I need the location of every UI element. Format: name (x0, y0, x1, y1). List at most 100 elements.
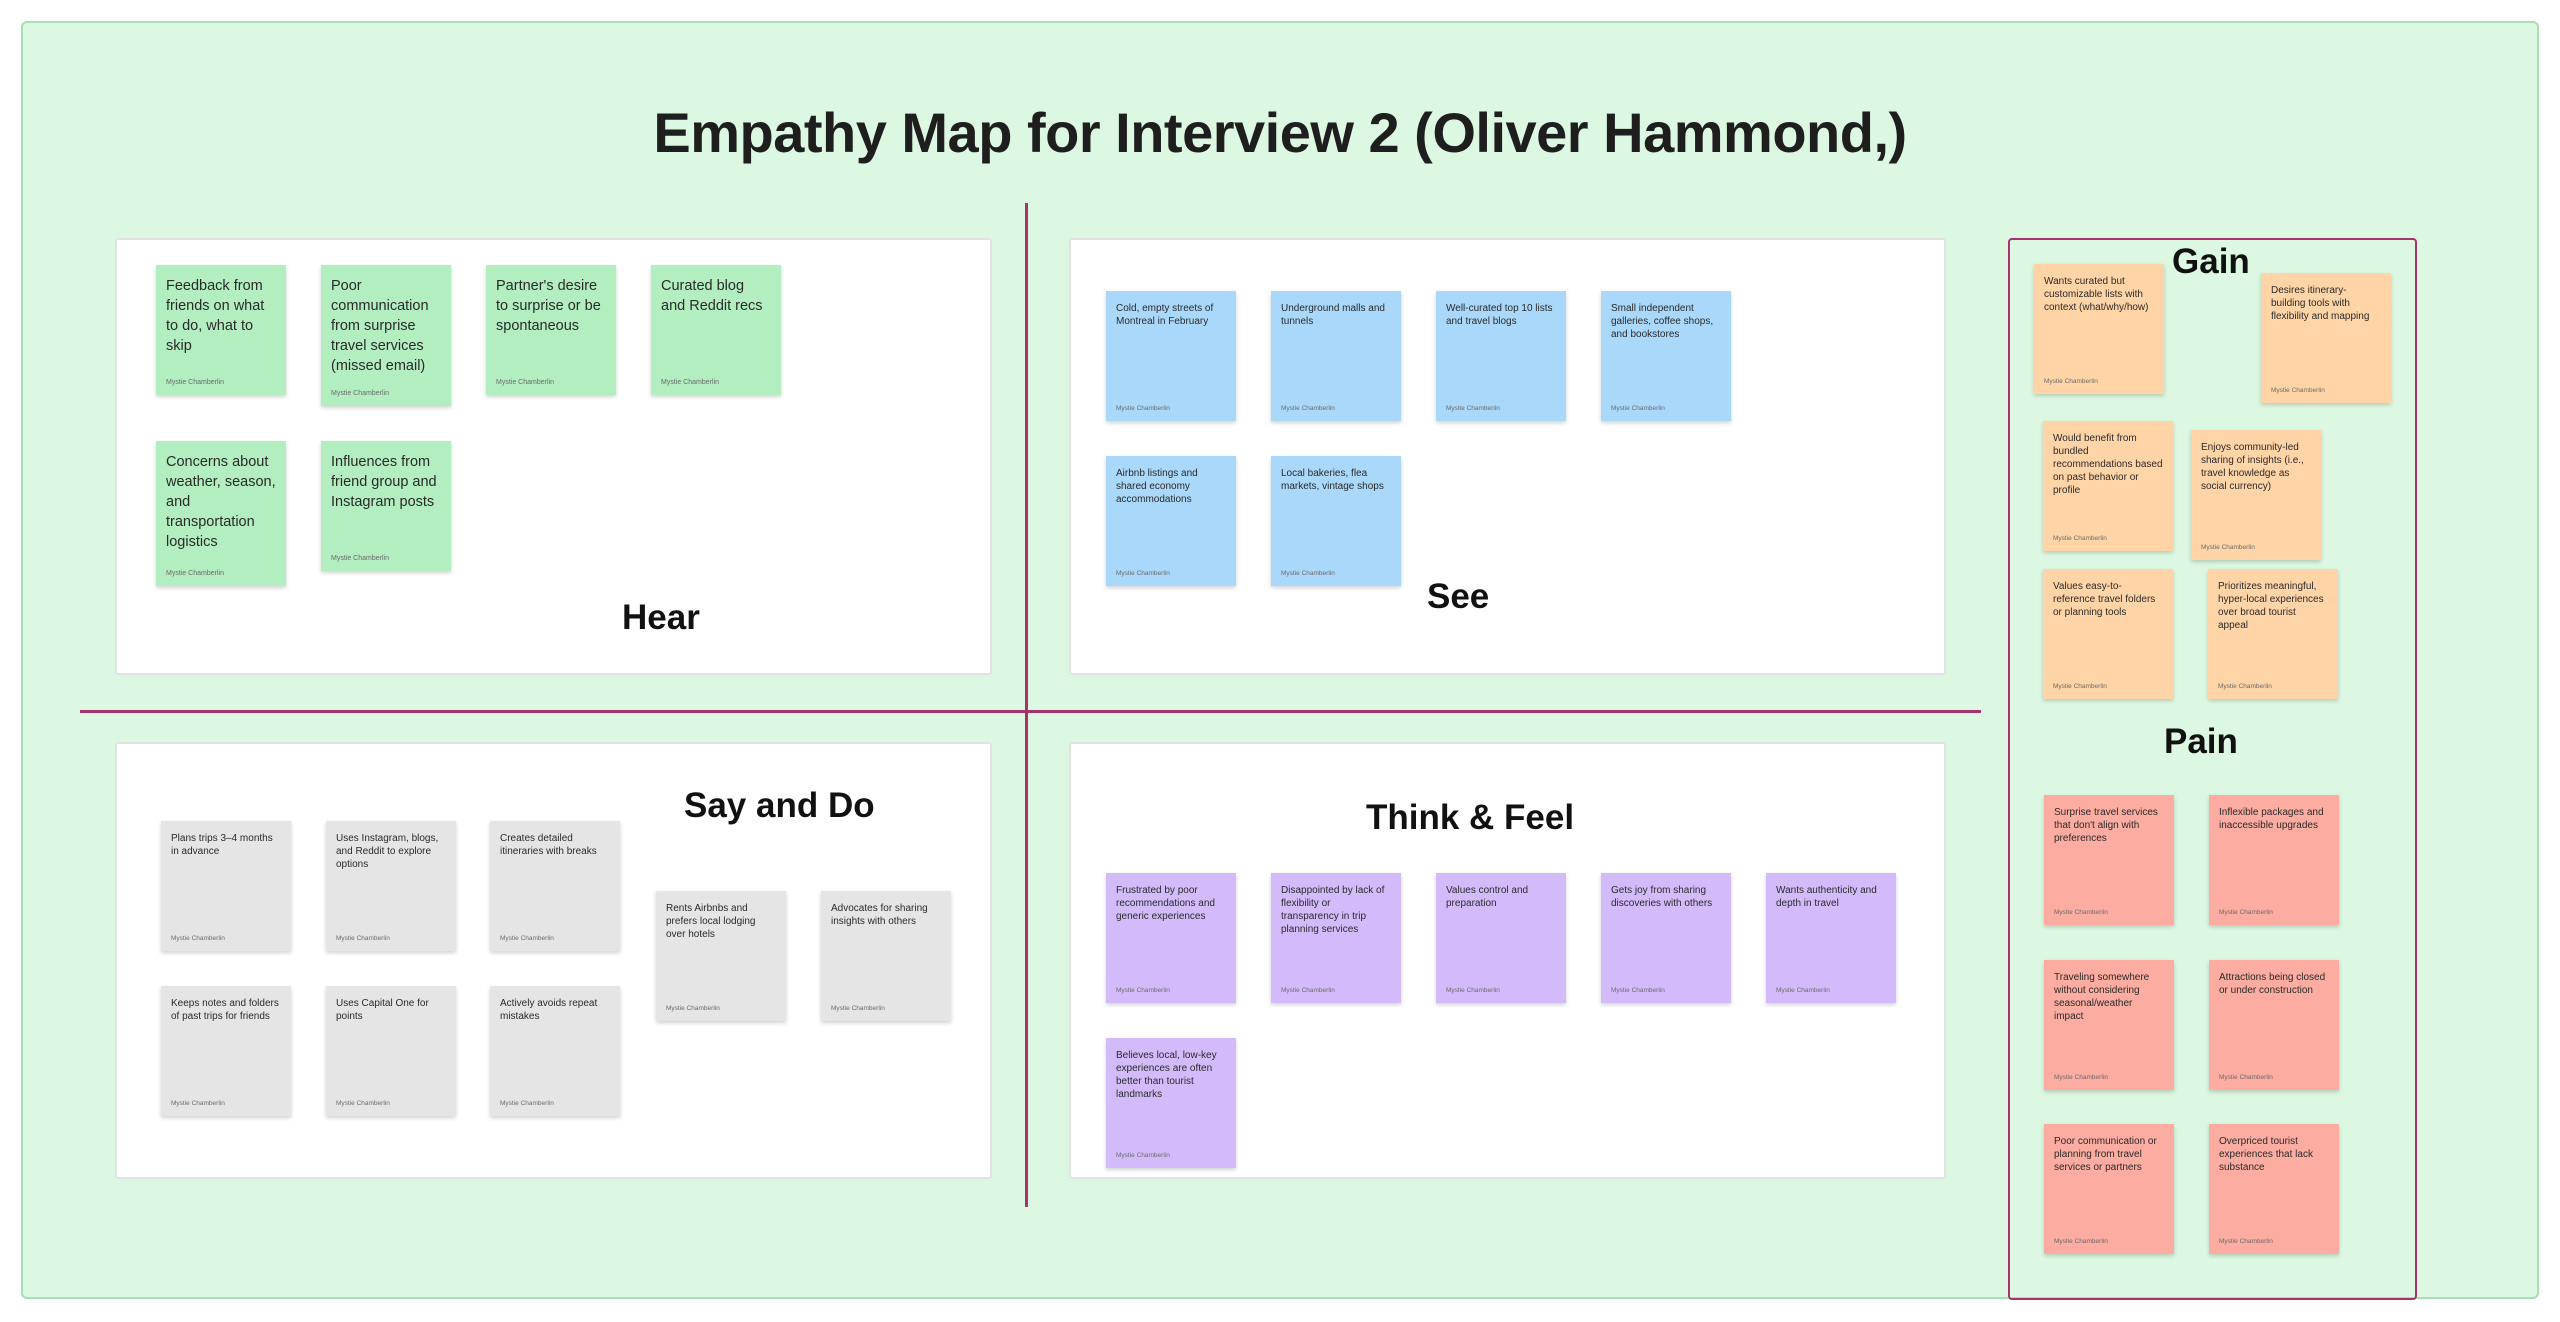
sticky-note[interactable]: Underground malls and tunnels Mystie Cha… (1271, 291, 1401, 421)
sticky-note[interactable]: Enjoys community-led sharing of insights… (2191, 430, 2321, 560)
gain-heading: Gain (2172, 242, 2250, 281)
sticky-note[interactable]: Poor communication from surprise travel … (321, 265, 451, 406)
note-text: Airbnb listings and shared economy accom… (1116, 468, 1198, 505)
sticky-note[interactable]: Uses Capital One for points Mystie Chamb… (326, 986, 456, 1116)
sticky-note[interactable]: Creates detailed itineraries with breaks… (490, 821, 620, 951)
sticky-note[interactable]: Poor communication or planning from trav… (2044, 1124, 2174, 1254)
note-author: Mystie Chamberlin (1116, 987, 1170, 994)
sticky-note[interactable]: Values easy-to-reference travel folders … (2043, 569, 2173, 699)
sticky-note[interactable]: Prioritizes meaningful, hyper-local expe… (2208, 569, 2338, 699)
sticky-note[interactable]: Plans trips 3–4 months in advance Mystie… (161, 821, 291, 951)
note-text: Wants authenticity and depth in travel (1776, 885, 1877, 909)
note-text: Attractions being closed or under constr… (2219, 972, 2326, 996)
note-text: Values control and preparation (1446, 885, 1529, 909)
sticky-note[interactable]: Traveling somewhere without considering … (2044, 960, 2174, 1090)
note-author: Mystie Chamberlin (336, 935, 390, 942)
note-text: Values easy-to-reference travel folders … (2053, 581, 2156, 618)
sticky-note[interactable]: Well-curated top 10 lists and travel blo… (1436, 291, 1566, 421)
sticky-note[interactable]: Rents Airbnbs and prefers local lodging … (656, 891, 786, 1021)
note-author: Mystie Chamberlin (661, 379, 719, 386)
sticky-note[interactable]: Would benefit from bundled recommendatio… (2043, 421, 2173, 551)
note-text: Poor communication or planning from trav… (2054, 1136, 2157, 1173)
note-author: Mystie Chamberlin (166, 570, 224, 577)
note-text: Wants curated but customizable lists wit… (2044, 276, 2149, 313)
note-text: Uses Capital One for points (336, 998, 429, 1022)
note-author: Mystie Chamberlin (2054, 909, 2108, 916)
note-author: Mystie Chamberlin (1116, 405, 1170, 412)
sticky-note[interactable]: Advocates for sharing insights with othe… (821, 891, 951, 1021)
sticky-note[interactable]: Values control and preparation Mystie Ch… (1436, 873, 1566, 1003)
note-author: Mystie Chamberlin (1611, 405, 1665, 412)
note-author: Mystie Chamberlin (171, 1100, 225, 1107)
sticky-note[interactable]: Surprise travel services that don't alig… (2044, 795, 2174, 925)
note-text: Partner's desire to surprise or be spont… (496, 278, 601, 334)
note-text: Keeps notes and folders of past trips fo… (171, 998, 279, 1022)
horizontal-divider (80, 710, 1981, 713)
note-author: Mystie Chamberlin (2218, 683, 2272, 690)
note-author: Mystie Chamberlin (496, 379, 554, 386)
sticky-note[interactable]: Local bakeries, flea markets, vintage sh… (1271, 456, 1401, 586)
sticky-note[interactable]: Keeps notes and folders of past trips fo… (161, 986, 291, 1116)
note-author: Mystie Chamberlin (171, 935, 225, 942)
sticky-note[interactable]: Attractions being closed or under constr… (2209, 960, 2339, 1090)
note-author: Mystie Chamberlin (2053, 683, 2107, 690)
note-text: Poor communication from surprise travel … (331, 278, 429, 374)
note-author: Mystie Chamberlin (666, 1005, 720, 1012)
note-text: Small independent galleries, coffee shop… (1611, 303, 1714, 340)
note-text: Underground malls and tunnels (1281, 303, 1385, 327)
sticky-note[interactable]: Concerns about weather, season, and tran… (156, 441, 286, 586)
note-author: Mystie Chamberlin (2219, 909, 2273, 916)
note-author: Mystie Chamberlin (1776, 987, 1830, 994)
note-text: Well-curated top 10 lists and travel blo… (1446, 303, 1553, 327)
sticky-note[interactable]: Actively avoids repeat mistakes Mystie C… (490, 986, 620, 1116)
sticky-note[interactable]: Wants authenticity and depth in travel M… (1766, 873, 1896, 1003)
note-author: Mystie Chamberlin (2219, 1238, 2273, 1245)
note-author: Mystie Chamberlin (331, 390, 389, 397)
note-author: Mystie Chamberlin (1281, 987, 1335, 994)
note-author: Mystie Chamberlin (2053, 535, 2107, 542)
vertical-divider (1025, 203, 1028, 1207)
note-author: Mystie Chamberlin (166, 379, 224, 386)
note-text: Overpriced tourist experiences that lack… (2219, 1136, 2313, 1173)
note-author: Mystie Chamberlin (1611, 987, 1665, 994)
say-do-heading: Say and Do (684, 786, 875, 825)
note-author: Mystie Chamberlin (2201, 544, 2255, 551)
sticky-note[interactable]: Desires itinerary-building tools with fl… (2261, 273, 2391, 403)
note-text: Concerns about weather, season, and tran… (166, 454, 276, 550)
note-text: Inflexible packages and inaccessible upg… (2219, 807, 2324, 831)
sticky-note[interactable]: Frustrated by poor recommendations and g… (1106, 873, 1236, 1003)
note-text: Surprise travel services that don't alig… (2054, 807, 2158, 844)
note-author: Mystie Chamberlin (2271, 387, 2325, 394)
note-author: Mystie Chamberlin (1281, 405, 1335, 412)
sticky-note[interactable]: Feedback from friends on what to do, wha… (156, 265, 286, 395)
note-author: Mystie Chamberlin (1116, 1152, 1170, 1159)
note-text: Rents Airbnbs and prefers local lodging … (666, 903, 756, 940)
note-text: Curated blog and Reddit recs (661, 278, 763, 314)
note-author: Mystie Chamberlin (1446, 987, 1500, 994)
note-text: Creates detailed itineraries with breaks (500, 833, 597, 857)
sticky-note[interactable]: Gets joy from sharing discoveries with o… (1601, 873, 1731, 1003)
note-author: Mystie Chamberlin (2044, 378, 2098, 385)
sticky-note[interactable]: Disappointed by lack of flexibility or t… (1271, 873, 1401, 1003)
note-author: Mystie Chamberlin (1281, 570, 1335, 577)
note-author: Mystie Chamberlin (1446, 405, 1500, 412)
note-text: Gets joy from sharing discoveries with o… (1611, 885, 1713, 909)
note-text: Believes local, low-key experiences are … (1116, 1050, 1217, 1100)
sticky-note[interactable]: Inflexible packages and inaccessible upg… (2209, 795, 2339, 925)
note-text: Plans trips 3–4 months in advance (171, 833, 273, 857)
sticky-note[interactable]: Cold, empty streets of Montreal in Febru… (1106, 291, 1236, 421)
note-text: Frustrated by poor recommendations and g… (1116, 885, 1215, 922)
sticky-note[interactable]: Influences from friend group and Instagr… (321, 441, 451, 571)
sticky-note[interactable]: Wants curated but customizable lists wit… (2034, 264, 2164, 394)
see-heading: See (1427, 577, 1490, 616)
sticky-note[interactable]: Uses Instagram, blogs, and Reddit to exp… (326, 821, 456, 951)
sticky-note[interactable]: Overpriced tourist experiences that lack… (2209, 1124, 2339, 1254)
pain-heading: Pain (2164, 722, 2238, 761)
note-text: Actively avoids repeat mistakes (500, 998, 598, 1022)
sticky-note[interactable]: Curated blog and Reddit recs Mystie Cham… (651, 265, 781, 395)
sticky-note[interactable]: Airbnb listings and shared economy accom… (1106, 456, 1236, 586)
note-text: Enjoys community-led sharing of insights… (2201, 442, 2304, 492)
sticky-note[interactable]: Partner's desire to surprise or be spont… (486, 265, 616, 395)
sticky-note[interactable]: Small independent galleries, coffee shop… (1601, 291, 1731, 421)
sticky-note[interactable]: Believes local, low-key experiences are … (1106, 1038, 1236, 1168)
